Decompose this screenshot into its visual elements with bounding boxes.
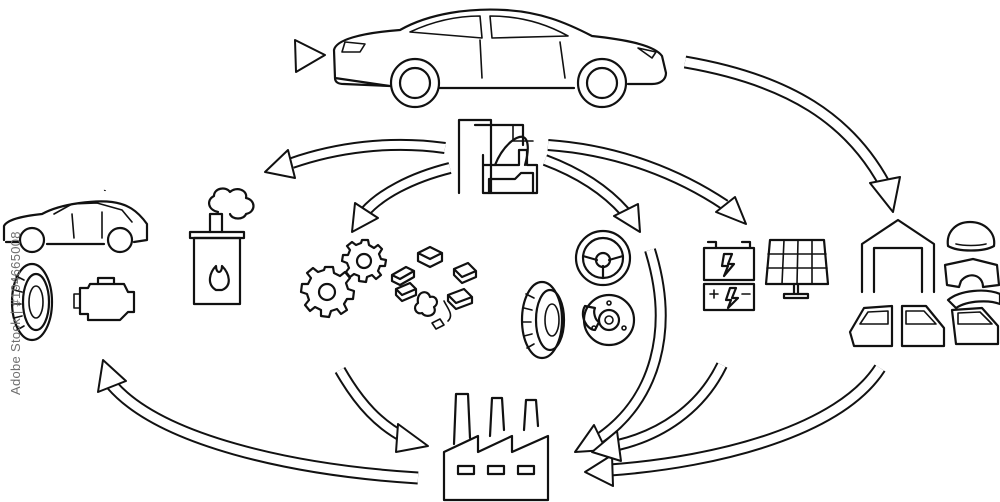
arrow-materials-to-factory <box>334 367 429 453</box>
doors-icon <box>848 304 1000 348</box>
fender-icon <box>943 257 1000 289</box>
hood-icon <box>946 220 996 252</box>
stock-watermark: Adobe Stock | #194665008 <box>6 231 26 395</box>
factory-icon <box>442 392 550 502</box>
tire-parts-icon <box>520 280 566 360</box>
solar-panel-icon <box>764 238 830 300</box>
arrow-left-to-top <box>100 39 326 192</box>
arrow-parts-to-factory <box>574 248 667 453</box>
metal-scrap-icon <box>390 245 478 330</box>
arrow-center-to-incinerator <box>264 138 446 179</box>
arrow-center-to-gears <box>351 162 452 233</box>
brake-disc-icon <box>581 293 636 347</box>
arrow-top-to-right <box>683 55 901 213</box>
gears-icon <box>299 238 388 319</box>
garage-icon <box>860 218 936 294</box>
tire-icon <box>10 262 54 342</box>
arrow-center-to-parts <box>542 154 641 233</box>
arrow-electrical-to-factory <box>591 362 728 462</box>
car-battery-icon <box>702 240 756 312</box>
watermark-text: Adobe Stock | #194665008 <box>8 231 23 395</box>
arrow-center-to-electrical <box>547 139 747 225</box>
cycle-arrows <box>97 39 901 487</box>
arrow-factory-to-left <box>97 359 419 485</box>
engine-icon <box>73 276 136 322</box>
incinerator-energy-recovery-icon <box>188 187 255 306</box>
steering-wheel-icon <box>574 229 632 287</box>
fender-2-icon <box>946 289 1000 310</box>
arrow-right-to-factory <box>584 364 886 487</box>
new-car-icon <box>332 8 668 109</box>
dismantling-plant-icon <box>457 118 539 195</box>
car-body-shell-icon <box>2 200 149 254</box>
